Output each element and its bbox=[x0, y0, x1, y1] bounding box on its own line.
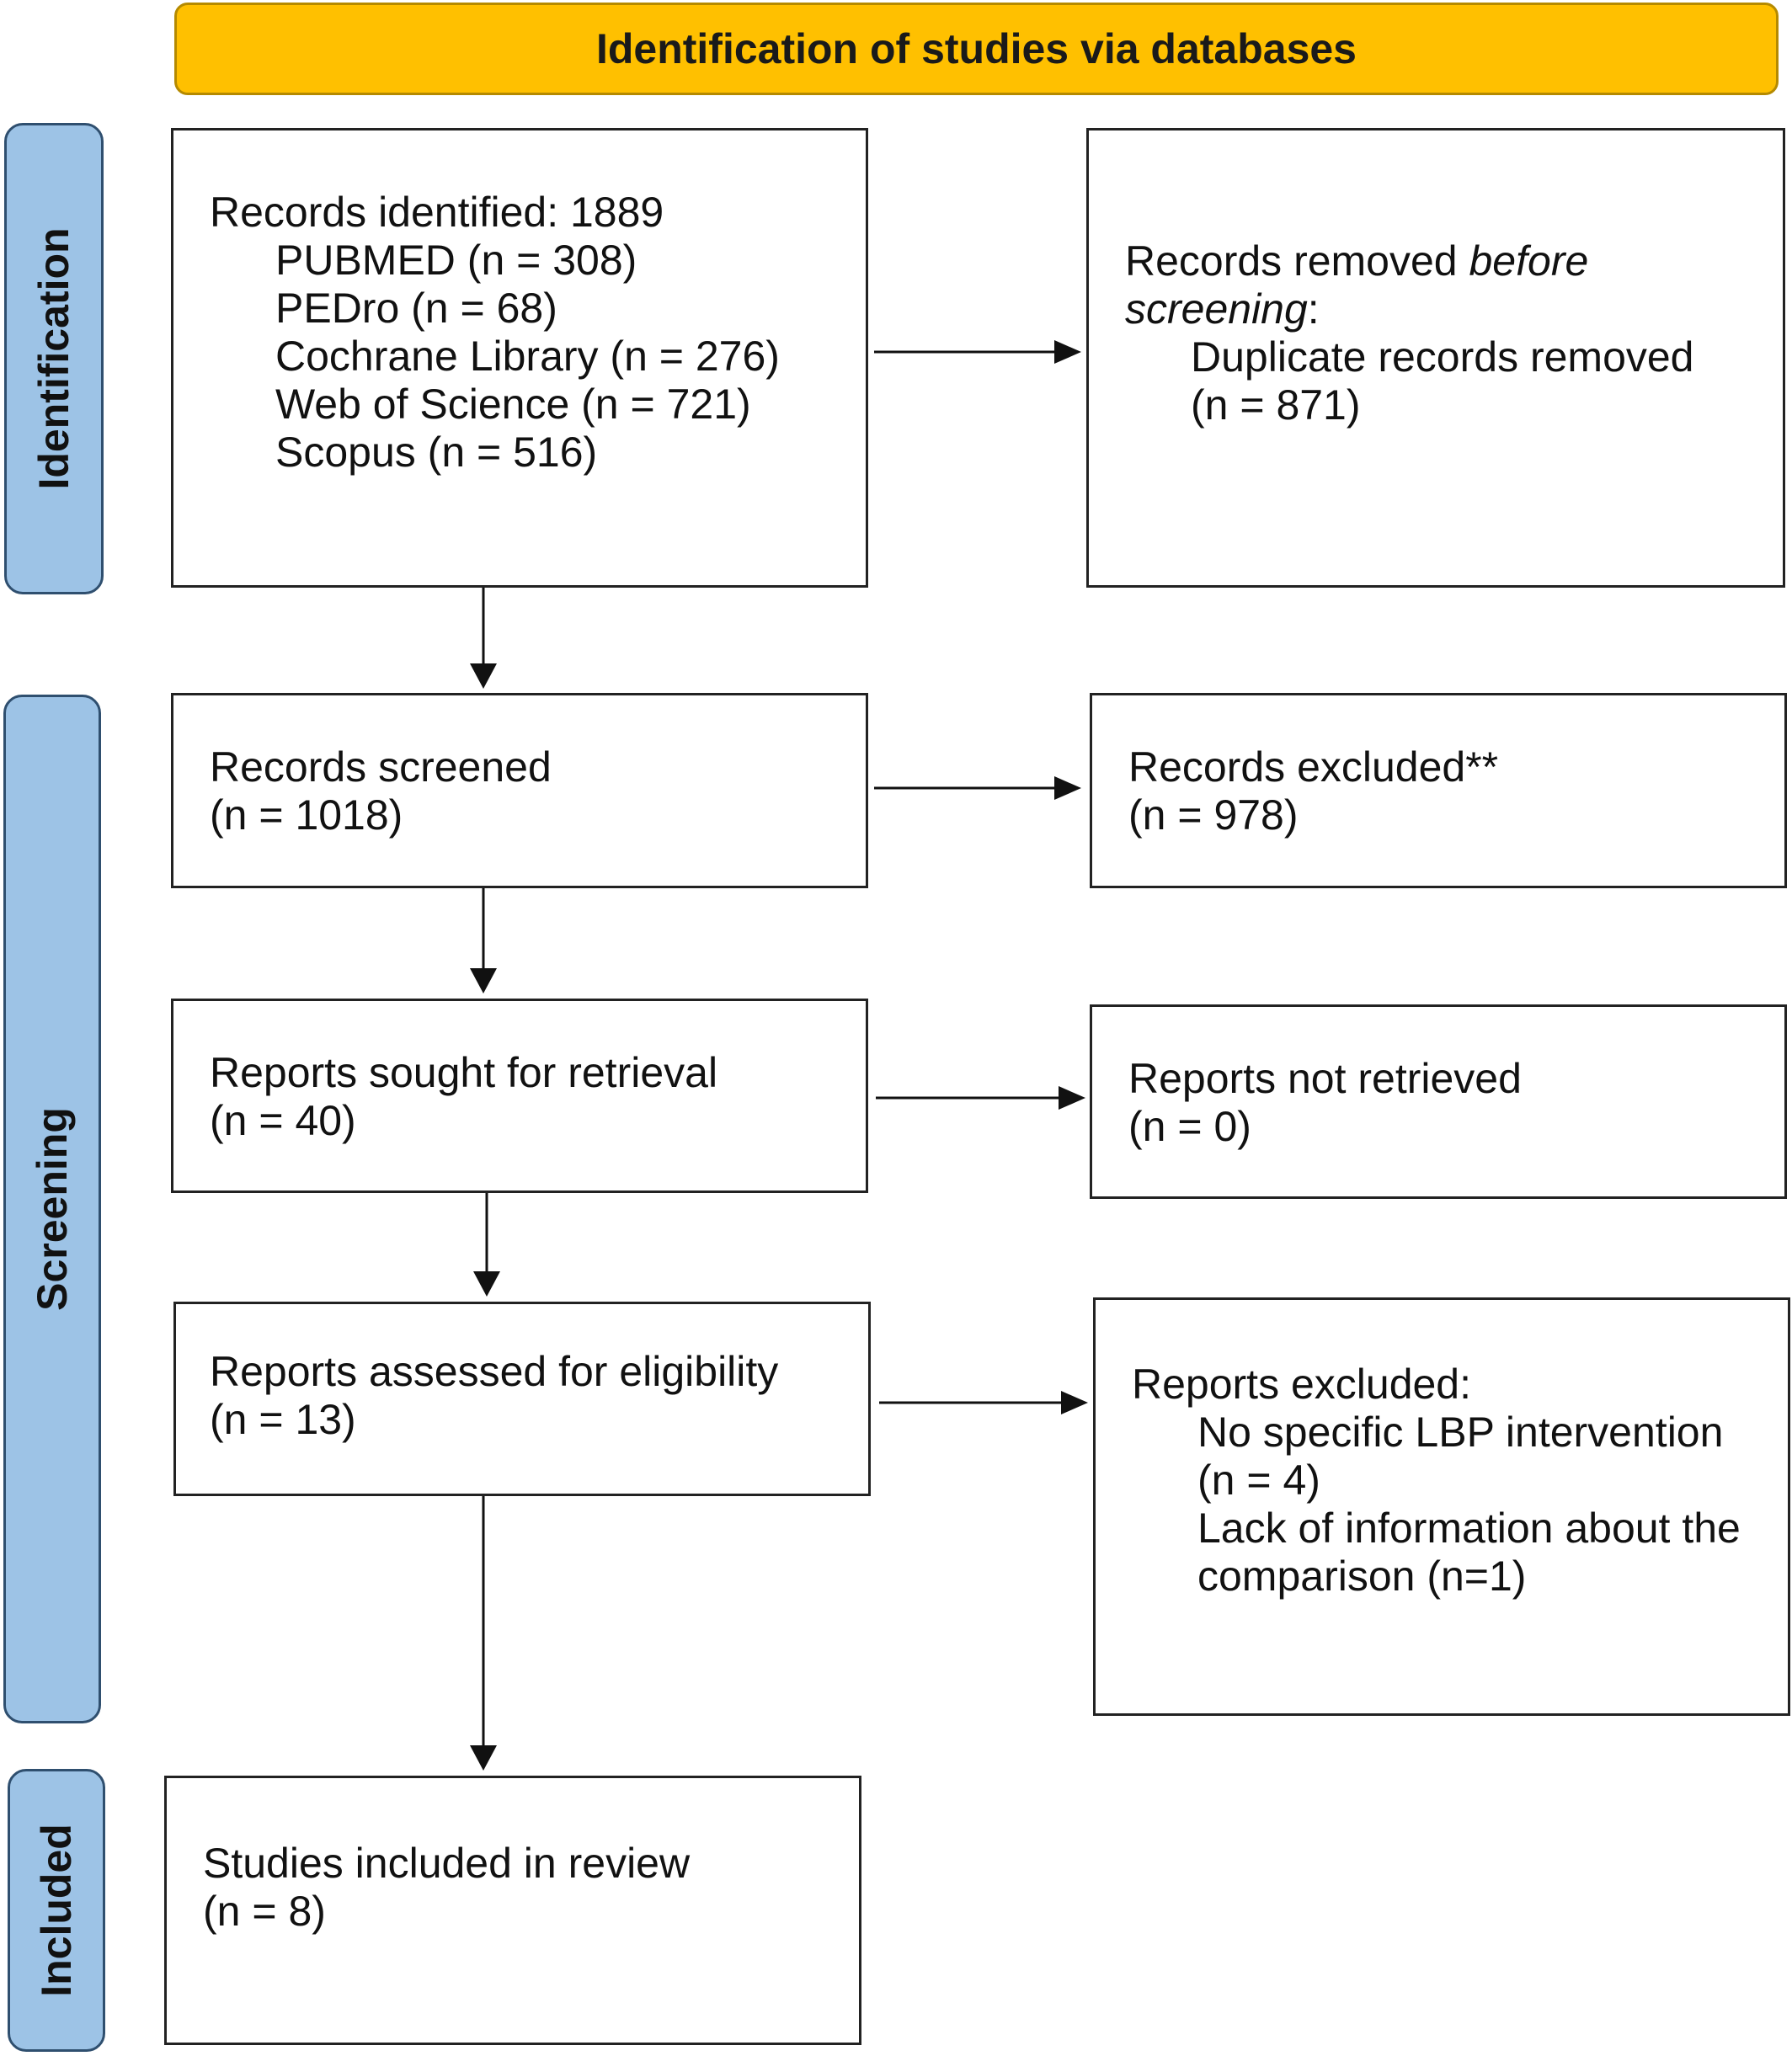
reports-excluded-title: Reports excluded: bbox=[1132, 1361, 1472, 1408]
reports-assessed-title: Reports assessed for eligibility bbox=[210, 1348, 779, 1395]
records-screened-title: Records screened bbox=[210, 743, 552, 791]
records-excluded-count: (n = 978) bbox=[1128, 791, 1299, 839]
reports-excluded-reason-1-count: (n = 4) bbox=[1197, 1457, 1320, 1504]
arrowhead-down-4 bbox=[470, 1745, 497, 1771]
arrowhead-down-1 bbox=[470, 663, 497, 689]
reports-not-retrieved-count: (n = 0) bbox=[1128, 1103, 1251, 1150]
reports-excluded-box: Reports excluded: No specific LBP interv… bbox=[1093, 1297, 1790, 1716]
reports-sought-count: (n = 40) bbox=[210, 1097, 356, 1144]
studies-included-count: (n = 8) bbox=[203, 1888, 326, 1935]
duplicates-count: (n = 871) bbox=[1191, 381, 1361, 429]
arrowhead-right-1 bbox=[1054, 340, 1081, 364]
arrowhead-right-3 bbox=[1059, 1086, 1085, 1110]
reports-excluded-reason-2-cont: comparison (n=1) bbox=[1197, 1553, 1527, 1600]
reports-assessed-box: Reports assessed for eligibility (n = 13… bbox=[173, 1302, 871, 1496]
reports-excluded-reason-2: Lack of information about the bbox=[1197, 1505, 1741, 1552]
reports-sought-title: Reports sought for retrieval bbox=[210, 1049, 718, 1096]
header-title: Identification of studies via databases bbox=[595, 25, 1357, 72]
records-excluded-title: Records excluded** bbox=[1128, 743, 1499, 791]
studies-included-title: Studies included in review bbox=[203, 1840, 691, 1887]
source-web-of-science: Web of Science (n = 721) bbox=[275, 381, 751, 428]
records-removed-title-line2: screening: bbox=[1125, 285, 1320, 333]
records-screened-count: (n = 1018) bbox=[210, 791, 403, 839]
source-scopus: Scopus (n = 516) bbox=[275, 429, 598, 476]
source-pedro: PEDro (n = 68) bbox=[275, 285, 557, 332]
reports-assessed-count: (n = 13) bbox=[210, 1396, 356, 1443]
duplicates-label: Duplicate records removed bbox=[1191, 333, 1694, 381]
records-identified-box: Records identified: 1889 PUBMED (n = 308… bbox=[171, 128, 868, 588]
arrowhead-right-4 bbox=[1061, 1391, 1088, 1414]
stage-identification: Identification bbox=[4, 123, 104, 594]
source-pubmed: PUBMED (n = 308) bbox=[275, 237, 637, 284]
source-cochrane: Cochrane Library (n = 276) bbox=[275, 333, 780, 380]
arrowhead-down-3 bbox=[473, 1271, 500, 1297]
header-banner: Identification of studies via databases bbox=[174, 3, 1779, 95]
stage-included: Included bbox=[8, 1769, 105, 2052]
reports-excluded-reason-1: No specific LBP intervention bbox=[1197, 1409, 1724, 1456]
stage-screening: Screening bbox=[3, 695, 101, 1723]
reports-not-retrieved-title: Reports not retrieved bbox=[1128, 1055, 1522, 1102]
studies-included-box: Studies included in review (n = 8) bbox=[164, 1776, 861, 2045]
records-removed-box: Records removed before screening: Duplic… bbox=[1086, 128, 1785, 588]
reports-sought-box: Reports sought for retrieval (n = 40) bbox=[171, 999, 868, 1193]
arrowhead-right-2 bbox=[1054, 776, 1081, 800]
records-screened-box: Records screened (n = 1018) bbox=[171, 693, 868, 888]
arrowhead-down-2 bbox=[470, 968, 497, 993]
records-excluded-box: Records excluded** (n = 978) bbox=[1090, 693, 1787, 888]
records-removed-title-line1: Records removed before bbox=[1125, 237, 1589, 285]
reports-not-retrieved-box: Reports not retrieved (n = 0) bbox=[1090, 1004, 1787, 1199]
records-identified-title: Records identified: 1889 bbox=[210, 189, 664, 236]
